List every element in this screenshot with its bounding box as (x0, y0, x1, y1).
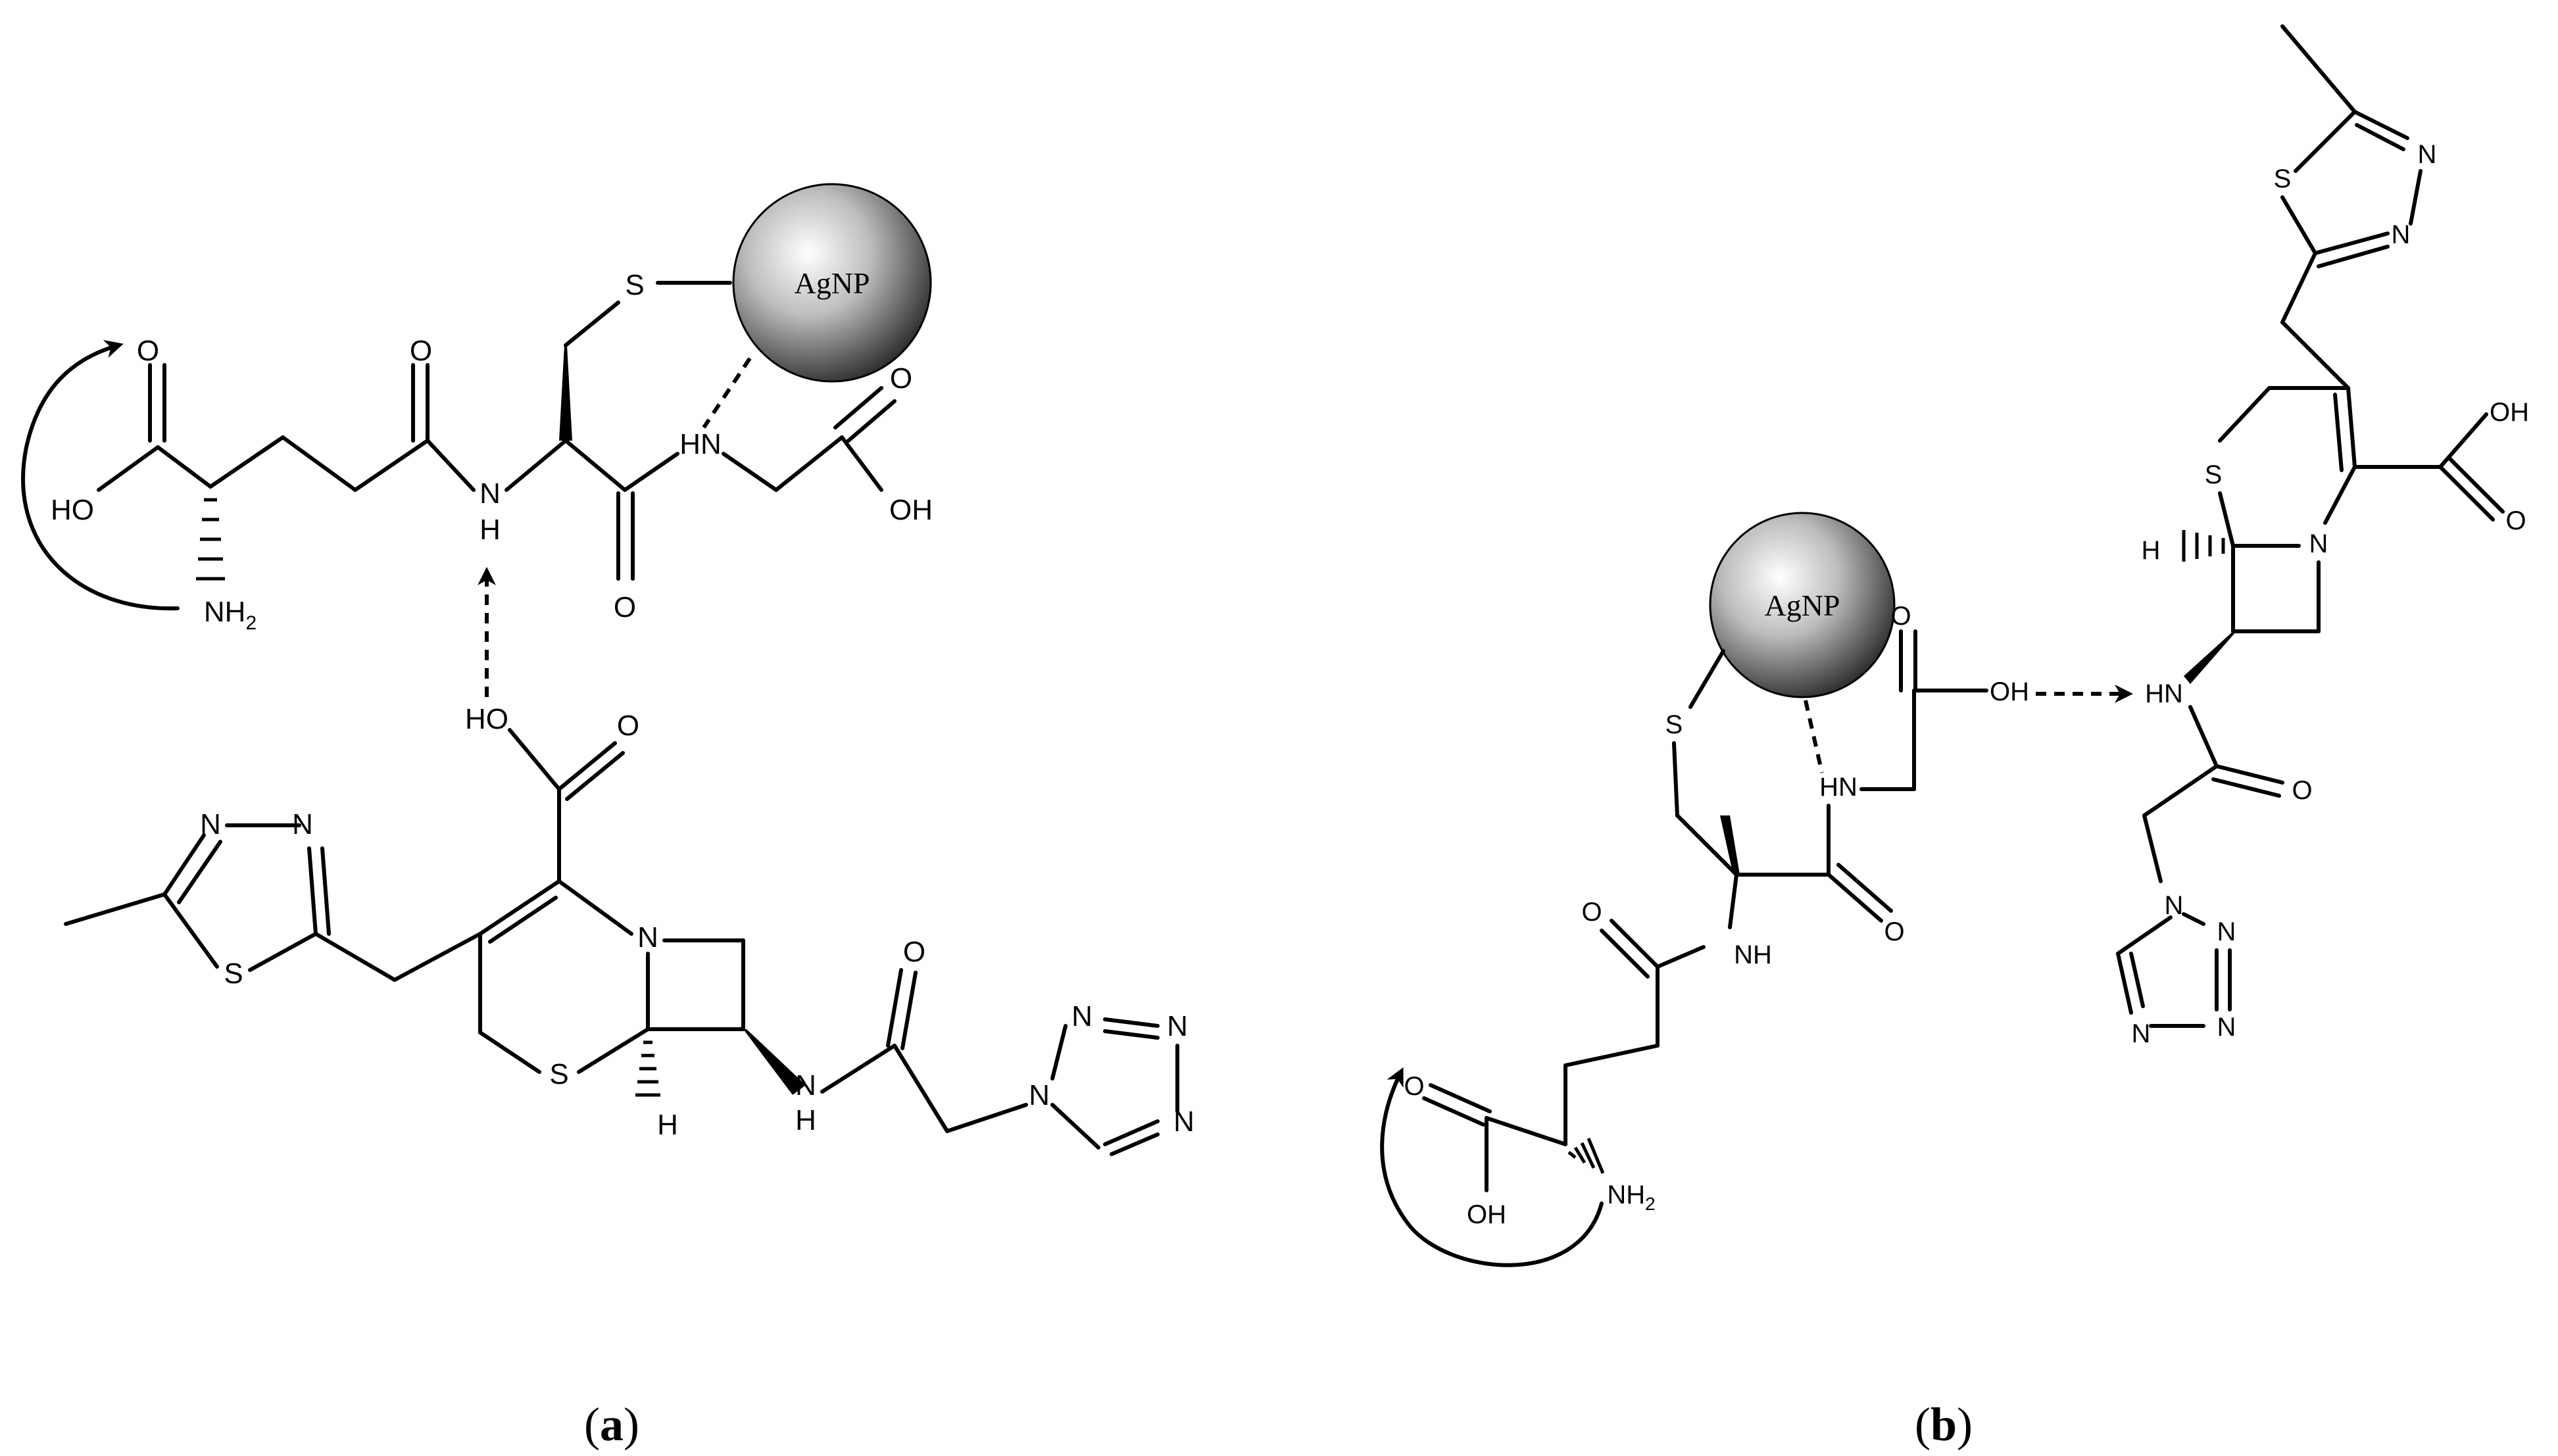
atom-n: N (2392, 220, 2411, 249)
panel-label-a: (a) (584, 1398, 639, 1451)
atom-o: O (890, 362, 912, 395)
atom-h: H (2142, 536, 2161, 565)
atom-n: N (2165, 891, 2184, 920)
agnp-sphere-a: AgNP (732, 183, 932, 383)
atom-ho: HO (465, 703, 508, 735)
atom-n: N (1029, 1079, 1050, 1111)
agnp-label-b: AgNP (1764, 589, 1840, 622)
atom-h: H (657, 1109, 678, 1141)
atom-n: N (292, 808, 313, 840)
atom-oh: OH (1990, 677, 2029, 706)
hashed-bond-h-a (635, 1040, 660, 1097)
atom-n: N (1167, 1010, 1188, 1042)
atom-n: N (480, 477, 501, 510)
atom-hn: HN (2145, 679, 2183, 708)
atom-s: S (224, 958, 243, 990)
atom-labels-cefazolin-a: HO O N S H H N O N N N N N N S (200, 703, 1194, 1141)
cefazolin-a (64, 728, 1179, 1156)
cefazolin-b (2116, 24, 2505, 1028)
curved-arrow-b (1380, 1067, 1604, 1267)
atom-s: S (1665, 710, 1683, 739)
atom-n: N (2132, 1019, 2151, 1048)
atom-s: S (2205, 460, 2223, 489)
atom-o: O (2292, 776, 2312, 805)
agnp-sphere-b: AgNP (1709, 512, 1896, 698)
panel-label-b: (b) (1915, 1398, 1973, 1451)
atom-n: N (2418, 140, 2437, 169)
atom-o: O (614, 591, 636, 623)
atom-s: S (625, 269, 644, 301)
hashed-bond-nh2-b (1567, 1138, 1605, 1174)
panel-b-structure: AgNP (1380, 24, 2529, 1451)
hashed-bond-nh2-a (196, 498, 225, 581)
atom-nh2: NH2 (1607, 1180, 1655, 1214)
atom-oh: OH (1467, 1200, 1506, 1229)
atom-nh2: NH2 (204, 596, 257, 634)
atom-n: N (2217, 1013, 2236, 1042)
atom-n: N (2217, 917, 2236, 946)
atom-n: N (1071, 1000, 1093, 1032)
hashed-bond-h-b (2182, 530, 2225, 562)
atom-o: O (617, 710, 639, 742)
atom-h: H (795, 1104, 816, 1136)
glutathione-b (1422, 629, 1988, 1192)
atom-o: O (903, 936, 925, 968)
atom-o: O (1404, 1072, 1424, 1101)
curved-arrow-a (21, 340, 180, 611)
atom-o: O (1890, 602, 1911, 631)
atom-o: O (1581, 898, 1602, 927)
atom-labels-glutathione-b: S O OH HN O NH O O OH NH2 (1404, 602, 2029, 1229)
glutathione-a (97, 281, 897, 581)
atom-h: H (480, 514, 501, 546)
atom-o: O (1884, 917, 1904, 946)
atom-oh: OH (889, 494, 933, 526)
atom-n: N (200, 808, 221, 840)
atom-nh: NH (1734, 940, 1772, 969)
atom-oh: OH (2490, 398, 2529, 427)
atom-n: N (795, 1069, 816, 1102)
agnp-label-a: AgNP (794, 266, 870, 300)
atom-hn: HN (1819, 773, 1857, 802)
atom-s: S (549, 1058, 568, 1090)
atom-n: N (2309, 529, 2328, 558)
atom-o: O (137, 335, 159, 367)
atom-n: N (1173, 1105, 1194, 1138)
atom-s: S (2274, 164, 2292, 193)
atom-o: O (2505, 506, 2526, 535)
panel-a-structure: AgNP O HO NH2 O N H S O HN O OH (21, 183, 1194, 1451)
atom-labels-glutathione-a: O HO NH2 O N H S O HN O OH (51, 269, 933, 634)
atom-labels-cefazolin-b: S N N S N H OH O HN O N N N N (2132, 140, 2529, 1048)
atom-ho: HO (51, 494, 94, 526)
atom-hn: HN (679, 428, 722, 460)
atom-o: O (410, 335, 432, 367)
atom-n: N (637, 921, 658, 954)
